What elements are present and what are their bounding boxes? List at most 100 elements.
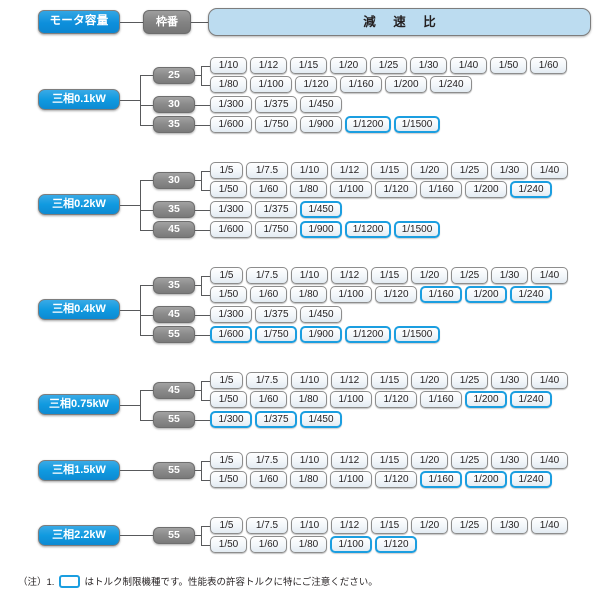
motor-capacity-node[interactable]: 三相2.2kW <box>38 524 120 546</box>
ratio-cell[interactable]: 1/25 <box>451 372 488 389</box>
ratio-cell[interactable]: 1/80 <box>290 536 327 553</box>
ratio-cell[interactable]: 1/7.5 <box>246 267 288 284</box>
ratio-cell[interactable]: 1/12 <box>331 267 368 284</box>
ratio-cell[interactable]: 1/10 <box>291 452 328 469</box>
motor-capacity-node[interactable]: 三相0.1kW <box>38 89 120 111</box>
ratio-cell[interactable]: 1/5 <box>210 517 243 534</box>
ratio-cell[interactable]: 1/60 <box>250 181 287 198</box>
ratio-cell[interactable]: 1/20 <box>411 372 448 389</box>
ratio-cell[interactable]: 1/600 <box>210 116 252 133</box>
ratio-cell[interactable]: 1/450 <box>300 306 342 323</box>
ratio-cell[interactable]: 1/30 <box>491 517 528 534</box>
ratio-cell-highlighted[interactable]: 1/1200 <box>345 326 391 343</box>
ratio-cell[interactable]: 1/25 <box>451 517 488 534</box>
ratio-cell[interactable]: 1/80 <box>290 391 327 408</box>
ratio-cell[interactable]: 1/25 <box>451 267 488 284</box>
ratio-cell[interactable]: 1/60 <box>250 391 287 408</box>
ratio-cell[interactable]: 1/12 <box>250 57 287 74</box>
frame-node[interactable]: 25 <box>153 66 195 84</box>
ratio-cell-highlighted[interactable]: 1/300 <box>210 411 252 428</box>
ratio-cell-highlighted[interactable]: 1/100 <box>330 536 372 553</box>
frame-node[interactable]: 30 <box>153 96 195 113</box>
ratio-cell[interactable]: 1/40 <box>450 57 487 74</box>
ratio-cell[interactable]: 1/10 <box>291 267 328 284</box>
ratio-cell-highlighted[interactable]: 1/160 <box>420 286 462 303</box>
ratio-cell[interactable]: 1/40 <box>531 517 568 534</box>
ratio-cell[interactable]: 1/375 <box>255 306 297 323</box>
ratio-cell[interactable]: 1/40 <box>531 267 568 284</box>
ratio-cell-highlighted[interactable]: 1/240 <box>510 391 552 408</box>
frame-node[interactable]: 55 <box>153 526 195 544</box>
ratio-cell[interactable]: 1/900 <box>300 116 342 133</box>
frame-node[interactable]: 45 <box>153 306 195 323</box>
ratio-cell[interactable]: 1/15 <box>371 517 408 534</box>
ratio-cell[interactable]: 1/750 <box>255 116 297 133</box>
ratio-cell[interactable]: 1/15 <box>290 57 327 74</box>
ratio-cell-highlighted[interactable]: 1/240 <box>510 286 552 303</box>
ratio-cell[interactable]: 1/40 <box>531 372 568 389</box>
ratio-cell[interactable]: 1/12 <box>331 162 368 179</box>
ratio-cell-highlighted[interactable]: 1/200 <box>465 391 507 408</box>
ratio-cell[interactable]: 1/5 <box>210 372 243 389</box>
ratio-cell-highlighted[interactable]: 1/600 <box>210 326 252 343</box>
ratio-cell[interactable]: 1/100 <box>330 181 372 198</box>
ratio-cell[interactable]: 1/240 <box>430 76 472 93</box>
ratio-cell[interactable]: 1/100 <box>330 286 372 303</box>
frame-node[interactable]: 35 <box>153 276 195 294</box>
ratio-cell[interactable]: 1/60 <box>250 286 287 303</box>
ratio-cell-highlighted[interactable]: 1/1500 <box>394 326 440 343</box>
ratio-cell[interactable]: 1/160 <box>340 76 382 93</box>
ratio-cell[interactable]: 1/5 <box>210 452 243 469</box>
motor-capacity-node[interactable]: 三相0.75kW <box>38 394 120 416</box>
ratio-cell-highlighted[interactable]: 1/375 <box>255 411 297 428</box>
ratio-cell[interactable]: 1/120 <box>375 391 417 408</box>
ratio-cell-highlighted[interactable]: 1/450 <box>300 411 342 428</box>
ratio-cell[interactable]: 1/200 <box>385 76 427 93</box>
ratio-cell-highlighted[interactable]: 1/200 <box>465 471 507 488</box>
ratio-cell[interactable]: 1/15 <box>371 267 408 284</box>
ratio-cell[interactable]: 1/20 <box>411 452 448 469</box>
motor-capacity-node[interactable]: 三相0.2kW <box>38 194 120 216</box>
ratio-cell[interactable]: 1/15 <box>371 162 408 179</box>
motor-capacity-node[interactable]: 三相0.4kW <box>38 299 120 321</box>
ratio-cell[interactable]: 1/100 <box>330 391 372 408</box>
ratio-cell[interactable]: 1/40 <box>531 162 568 179</box>
ratio-cell[interactable]: 1/10 <box>291 162 328 179</box>
ratio-cell[interactable]: 1/80 <box>290 181 327 198</box>
ratio-cell-highlighted[interactable]: 1/240 <box>510 471 552 488</box>
frame-node[interactable]: 45 <box>153 221 195 238</box>
ratio-cell[interactable]: 1/80 <box>290 471 327 488</box>
ratio-cell[interactable]: 1/50 <box>210 181 247 198</box>
ratio-cell[interactable]: 1/160 <box>420 181 462 198</box>
ratio-cell[interactable]: 1/60 <box>530 57 567 74</box>
ratio-cell-highlighted[interactable]: 1/1200 <box>345 116 391 133</box>
ratio-cell-highlighted[interactable]: 1/1200 <box>345 221 391 238</box>
frame-node[interactable]: 55 <box>153 461 195 479</box>
ratio-cell[interactable]: 1/120 <box>375 286 417 303</box>
ratio-cell[interactable]: 1/50 <box>210 391 247 408</box>
ratio-cell-highlighted[interactable]: 1/900 <box>300 326 342 343</box>
ratio-cell[interactable]: 1/30 <box>410 57 447 74</box>
frame-node[interactable]: 35 <box>153 116 195 133</box>
frame-node[interactable]: 30 <box>153 171 195 189</box>
frame-node[interactable]: 45 <box>153 381 195 399</box>
ratio-cell[interactable]: 1/50 <box>210 536 247 553</box>
ratio-cell[interactable]: 1/7.5 <box>246 517 288 534</box>
ratio-cell[interactable]: 1/80 <box>210 76 247 93</box>
ratio-cell-highlighted[interactable]: 1/1500 <box>394 221 440 238</box>
ratio-cell-highlighted[interactable]: 1/1500 <box>394 116 440 133</box>
ratio-cell-highlighted[interactable]: 1/160 <box>420 471 462 488</box>
ratio-cell[interactable]: 1/20 <box>411 517 448 534</box>
ratio-cell[interactable]: 1/12 <box>331 372 368 389</box>
ratio-cell[interactable]: 1/60 <box>250 536 287 553</box>
frame-node[interactable]: 55 <box>153 411 195 428</box>
ratio-cell[interactable]: 1/30 <box>491 372 528 389</box>
ratio-cell[interactable]: 1/100 <box>330 471 372 488</box>
ratio-cell[interactable]: 1/25 <box>451 162 488 179</box>
ratio-cell[interactable]: 1/60 <box>250 471 287 488</box>
ratio-cell[interactable]: 1/300 <box>210 306 252 323</box>
ratio-cell[interactable]: 1/5 <box>210 267 243 284</box>
ratio-cell[interactable]: 1/160 <box>420 391 462 408</box>
ratio-cell[interactable]: 1/40 <box>531 452 568 469</box>
ratio-cell[interactable]: 1/12 <box>331 517 368 534</box>
